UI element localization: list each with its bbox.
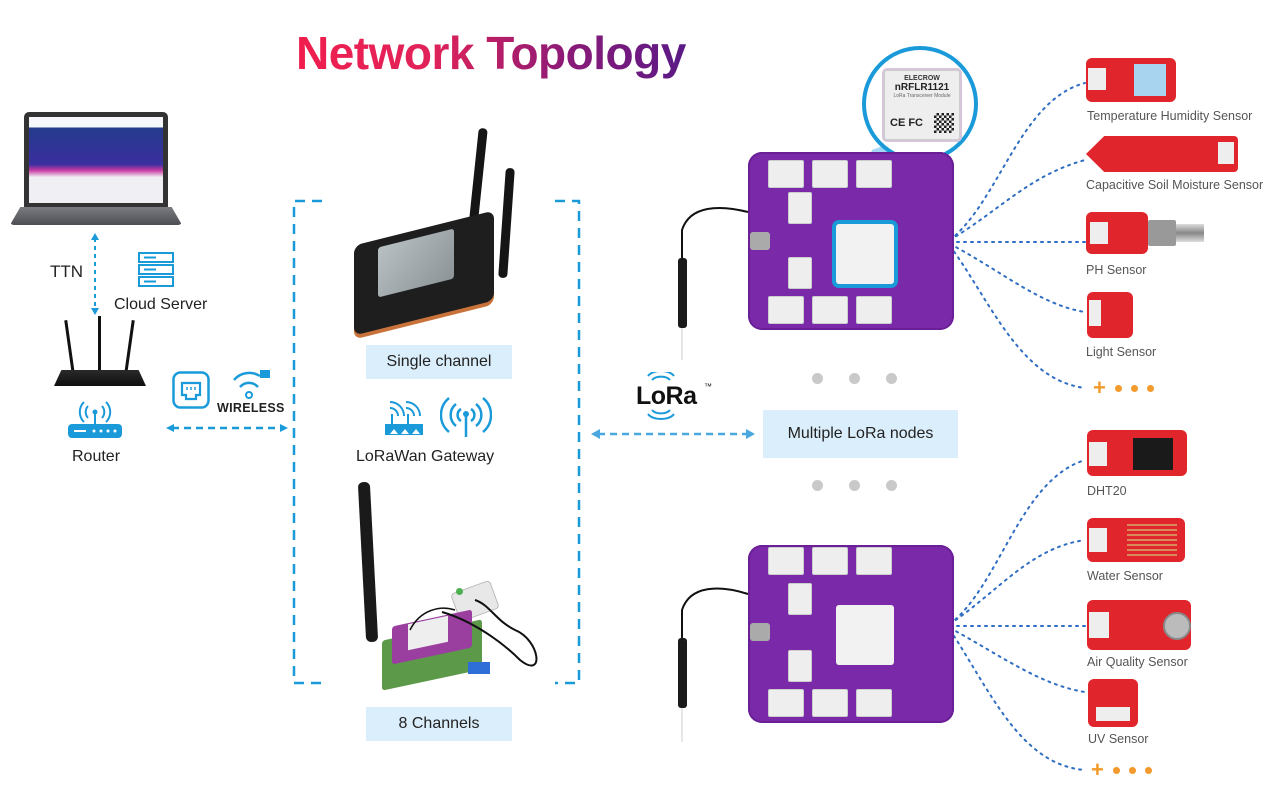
single-channel-gateway-image [354, 127, 524, 336]
router-label: Router [72, 448, 121, 465]
more-sensors-bottom: + [1091, 757, 1152, 782]
eight-channel-gateway-image [356, 480, 556, 691]
module-callout: ELECROW nRFLR1121 LoRa Transceiver Modul… [884, 70, 960, 140]
ethernet-port-icon [172, 371, 210, 409]
plus-icon: + [1091, 757, 1104, 782]
ellipsis-dots-bottom [812, 480, 897, 491]
sensor-label-dht20: DHT20 [1087, 484, 1127, 498]
gateway-bracket-left [292, 199, 322, 685]
router-icon [66, 398, 124, 440]
sensor-label-soil-moisture: Capacitive Soil Moisture Sensor [1086, 178, 1264, 192]
router-gateway-link-arrow [166, 424, 288, 432]
sensor-label-temperature-humidity: Temperature Humidity Sensor [1087, 109, 1253, 123]
antenna-signal-icon [439, 396, 493, 438]
multiple-lora-nodes-label: Multiple LoRa nodes [763, 410, 958, 458]
sensor-image-dht20 [1087, 430, 1187, 476]
ttn-label: TTN [50, 262, 84, 281]
qr-code-icon [934, 113, 954, 133]
wireless-label: WIRELESS [217, 401, 285, 415]
plus-icon: + [1093, 375, 1106, 400]
lora-node-board-top [748, 152, 954, 330]
module-model: nRFLR1121 [894, 82, 950, 93]
sensor-label-water: Water Sensor [1087, 569, 1163, 583]
sensor-image-ph [1086, 212, 1204, 254]
sensor-image-uv [1088, 679, 1138, 727]
sensor-links-top [949, 82, 1086, 389]
lora-logo: LoRa ™ [636, 370, 716, 422]
ttn-link-arrow [91, 233, 99, 315]
sensor-label-ph: PH Sensor [1086, 263, 1147, 277]
lora-trademark: ™ [704, 382, 712, 391]
router-device-image [52, 316, 148, 388]
lora-link-arrow [591, 429, 755, 439]
lorawan-gateway-label: LoRaWan Gateway [356, 448, 495, 465]
wifi-cable-icon [230, 368, 274, 402]
lora-logo-text: LoRa [636, 382, 697, 410]
sensor-label-uv: UV Sensor [1088, 732, 1149, 746]
router-signal-icon [384, 398, 424, 436]
sensor-label-air-quality: Air Quality Sensor [1087, 655, 1188, 669]
more-sensors-top: + [1093, 375, 1154, 400]
page-title: Network Topology [296, 27, 686, 79]
sensor-image-light [1087, 292, 1133, 338]
sensor-links-bottom [949, 459, 1086, 771]
sensor-image-air-quality [1087, 600, 1191, 650]
module-marks: CE FC [890, 117, 923, 129]
server-stack-icon [138, 252, 174, 288]
sensor-image-temperature-humidity [1086, 58, 1176, 102]
module-brand: ELECROW [904, 75, 940, 82]
sensor-label-light: Light Sensor [1086, 345, 1157, 359]
lora-node-board-bottom [748, 545, 954, 723]
gateway-bracket-right [555, 199, 581, 685]
eight-channels-label: 8 Channels [366, 707, 512, 741]
module-subtitle: LoRa Transceiver Module [893, 93, 951, 99]
cloud-server-label: Cloud Server [114, 296, 208, 313]
laptop-icon [10, 112, 182, 230]
ellipsis-dots-top [812, 373, 897, 384]
sensor-image-water [1087, 518, 1185, 562]
single-channel-label: Single channel [366, 345, 512, 379]
sensor-image-soil-moisture [1086, 136, 1238, 172]
